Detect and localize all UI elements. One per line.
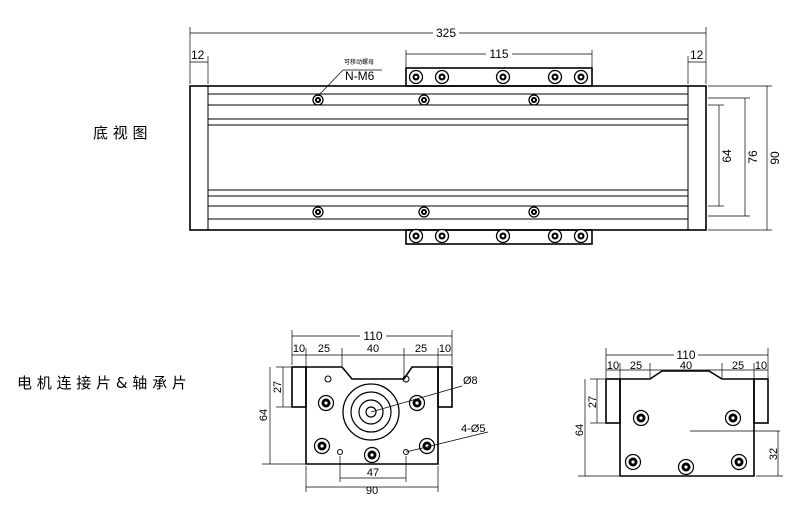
- screw-icon: [495, 69, 511, 85]
- dim-end-cap-right: 12: [690, 48, 704, 62]
- dim-end-cap-left: 12: [191, 48, 205, 62]
- motor-dim-bore: Ø8: [463, 375, 478, 387]
- bottom-view-label: 底 视 图: [93, 124, 148, 142]
- bolt-icon: [418, 437, 436, 455]
- bearing-dim-seg2: 25: [630, 360, 642, 372]
- screw-icon: [495, 228, 511, 244]
- carriage-top-strip: [405, 67, 593, 87]
- screw-icon: [547, 69, 563, 85]
- bolt-icon: [363, 446, 381, 464]
- bolt-icon: [730, 453, 748, 471]
- nut-note: N-M6: [345, 69, 375, 83]
- screw-icon: [573, 228, 589, 244]
- dim-width-mid: 76: [746, 150, 760, 164]
- bearing-dim-total: 110: [676, 348, 695, 362]
- bolt-icon: [677, 458, 695, 476]
- bolt-icon: [313, 437, 331, 455]
- motor-plate-label: 电 机 连 接 片 & 轴 承 片: [17, 374, 187, 392]
- screw-icon: [408, 228, 424, 244]
- motor-dim-total: 110: [363, 329, 382, 343]
- motor-dim-height-total: 64: [258, 409, 270, 421]
- motor-dim-hole-spacing: 47: [367, 467, 379, 479]
- t-nut-icon: [312, 206, 324, 218]
- motor-plate-outline: [305, 366, 439, 465]
- bearing-dim-seg1: 10: [607, 360, 619, 372]
- motor-dim-seg2: 25: [318, 343, 330, 355]
- motor-dim-holes: 4-Ø5: [461, 423, 485, 435]
- bearing-dim-height-total: 64: [574, 424, 586, 436]
- bottom-view: 325 12 12 115 可移动螺母 N-M6 64 76 90: [189, 26, 782, 245]
- t-nut-icon: [528, 206, 540, 218]
- motor-dim-base: 90: [366, 485, 378, 497]
- motor-dim-height-left: 27: [272, 381, 284, 393]
- screw-icon: [434, 69, 450, 85]
- screw-icon: [573, 69, 589, 85]
- bearing-plate-outline: [619, 370, 755, 477]
- dim-carriage: 115: [489, 47, 508, 61]
- screw-icon: [408, 69, 424, 85]
- dim-width-total: 90: [768, 151, 782, 165]
- motor-dim-seg5: 10: [439, 343, 451, 355]
- bearing-dim-height-left: 27: [587, 396, 599, 408]
- bolt-icon: [724, 409, 742, 427]
- screw-icon: [547, 228, 563, 244]
- bearing-dim-seg3: 40: [680, 360, 692, 372]
- bolt-icon: [408, 394, 426, 412]
- t-nut-icon: [418, 94, 430, 106]
- carriage-bottom-strip: [405, 229, 593, 245]
- bolt-icon: [632, 409, 650, 427]
- bearing-dim-height-right: 32: [768, 448, 780, 460]
- motor-plate-view: 110 10 25 40 25 10 27 64 Ø8 4-Ø5 47: [258, 329, 489, 497]
- bearing-plate-view: 110 10 25 40 25 10 27 64 32: [574, 348, 783, 477]
- bolt-icon: [624, 453, 642, 471]
- t-nut-icon: [312, 94, 324, 106]
- nut-note-small: 可移动螺母: [344, 58, 374, 66]
- rail-body-outline: [189, 85, 707, 231]
- screw-icon: [434, 228, 450, 244]
- bearing-dim-seg5: 10: [755, 360, 767, 372]
- motor-dim-seg3: 40: [367, 343, 379, 355]
- dim-overall-length: 325: [436, 26, 456, 40]
- motor-dim-seg4: 25: [415, 343, 427, 355]
- bearing-dim-seg4: 25: [732, 360, 744, 372]
- motor-dim-seg1: 10: [293, 343, 305, 355]
- t-nut-icon: [418, 206, 430, 218]
- dim-width-inner: 64: [720, 149, 734, 163]
- t-nut-icon: [528, 94, 540, 106]
- bolt-icon: [317, 394, 335, 412]
